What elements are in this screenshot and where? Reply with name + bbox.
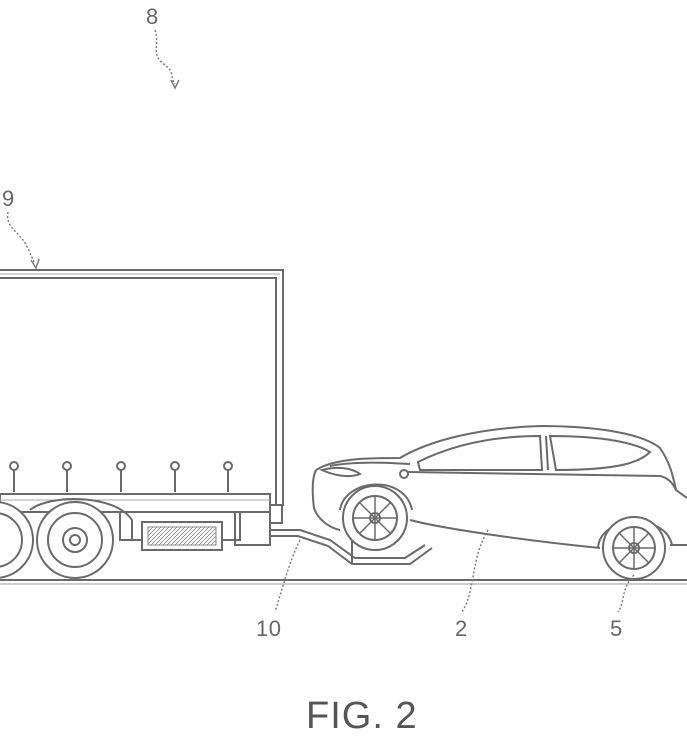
leader-8 bbox=[155, 30, 179, 88]
reference-numeral-2: 2 bbox=[455, 618, 468, 640]
truck-wheel-front bbox=[37, 502, 113, 578]
reference-numeral-9: 9 bbox=[2, 188, 15, 210]
ground-line bbox=[0, 580, 687, 584]
cargo-box bbox=[0, 270, 283, 523]
leader-2 bbox=[462, 530, 488, 612]
rail-posts bbox=[10, 462, 232, 492]
tank-box bbox=[142, 522, 222, 550]
figure-caption: FIG. 2 bbox=[306, 697, 418, 735]
reference-numeral-10: 10 bbox=[256, 618, 281, 640]
reference-numeral-8: 8 bbox=[146, 6, 159, 28]
leader-9 bbox=[8, 212, 39, 268]
truck-wheel-rear bbox=[0, 502, 33, 578]
car-wheel-front bbox=[343, 486, 407, 550]
car-wheel-rear bbox=[603, 517, 665, 579]
reference-numeral-5: 5 bbox=[610, 618, 623, 640]
leader-10 bbox=[275, 540, 300, 612]
